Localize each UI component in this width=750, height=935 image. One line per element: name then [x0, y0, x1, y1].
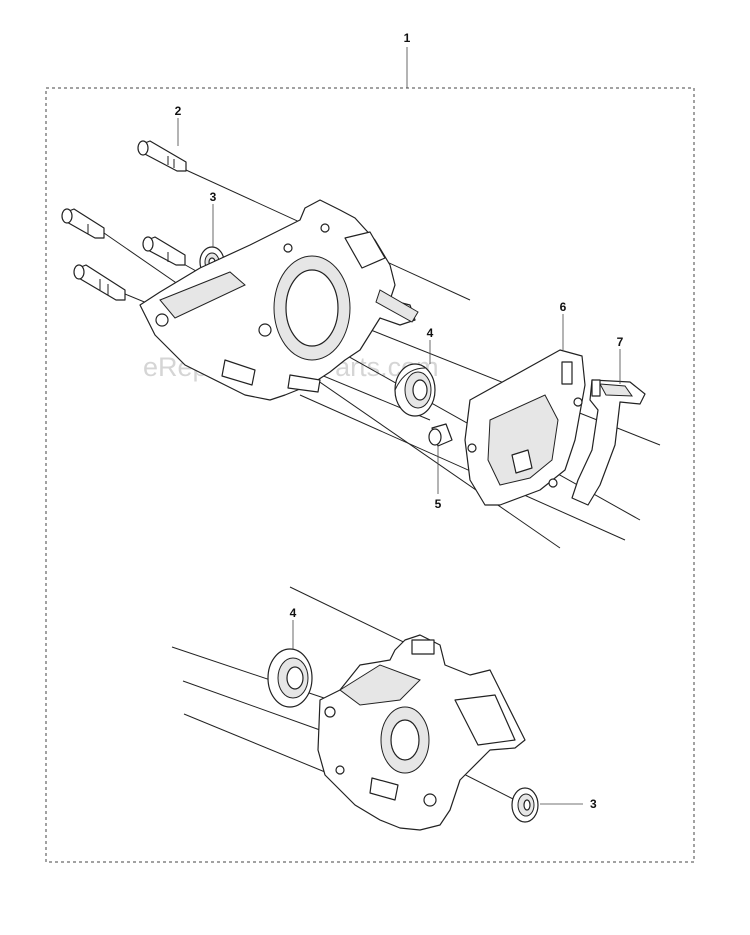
callout-bearing-lower: 4: [290, 606, 297, 620]
screw-short-mid: [142, 236, 186, 266]
gasket: [464, 349, 586, 506]
crankcase-upper-half: [139, 199, 419, 401]
screw-top: [137, 140, 187, 172]
callout-seal-lower: 3: [590, 797, 597, 811]
crankcase-lower-half: [317, 634, 526, 831]
screw-long-left: [61, 208, 105, 239]
bearing-lower: [267, 648, 313, 708]
callout-seal-upper: 3: [210, 190, 217, 204]
callout-bearing-upper: 4: [427, 326, 434, 340]
bearing-upper: [394, 363, 436, 417]
cover: [571, 379, 646, 506]
callout-cover: 7: [617, 335, 624, 349]
axis-lines-lower: [171, 586, 516, 801]
seal-lower: [511, 787, 539, 823]
callout-gasket: 6: [560, 300, 567, 314]
sleeve: [428, 423, 453, 447]
screw-long-bottom: [73, 264, 126, 301]
callout-screw: 2: [175, 104, 182, 118]
assembly-frame: [45, 87, 695, 863]
callout-assembly: 1: [404, 31, 411, 45]
callout-sleeve: 5: [435, 497, 442, 511]
